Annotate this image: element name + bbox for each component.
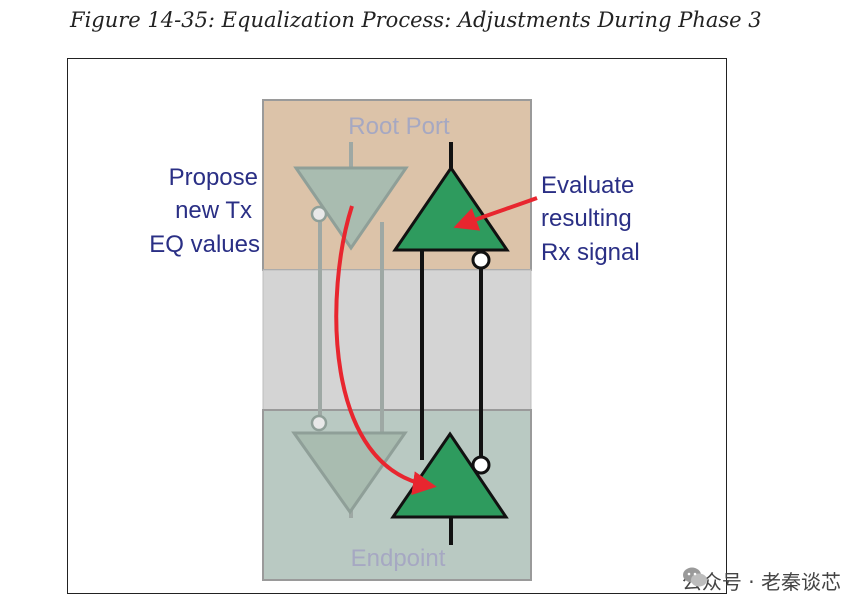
- root-port-tx-bubble: [310, 205, 328, 223]
- endpoint-tx-bubble: [310, 414, 328, 432]
- evaluate-label-line-3: Rx signal: [541, 239, 640, 266]
- evaluate-label-line-2: resulting: [541, 205, 632, 232]
- watermark: 公众号 · 老秦谈芯: [682, 566, 841, 595]
- root-port-rx-bubble: [471, 250, 491, 270]
- root-port-label: Root Port: [348, 113, 450, 140]
- endpoint-rx-bubble: [471, 455, 491, 475]
- active-link-wires: [420, 142, 483, 545]
- wechat-icon: [682, 567, 707, 587]
- evaluate-label-line-1: Evaluate: [541, 172, 634, 199]
- propose-eq-arrow: [334, 205, 437, 496]
- figure-frame: [67, 58, 727, 594]
- propose-label-line-1: Propose: [169, 164, 258, 191]
- link-gap-box: [262, 269, 532, 411]
- propose-label-line-2: new Tx: [175, 197, 252, 224]
- propose-label-line-3: EQ values: [149, 231, 260, 258]
- figure-caption: Figure 14-35: Equalization Process: Adju…: [70, 8, 762, 32]
- endpoint-tx-triangle: [291, 431, 408, 515]
- endpoint-label: Endpoint: [351, 545, 446, 572]
- evaluate-rx-arrow: [453, 196, 538, 231]
- watermark-text: 公众号 · 老秦谈芯: [681, 570, 841, 594]
